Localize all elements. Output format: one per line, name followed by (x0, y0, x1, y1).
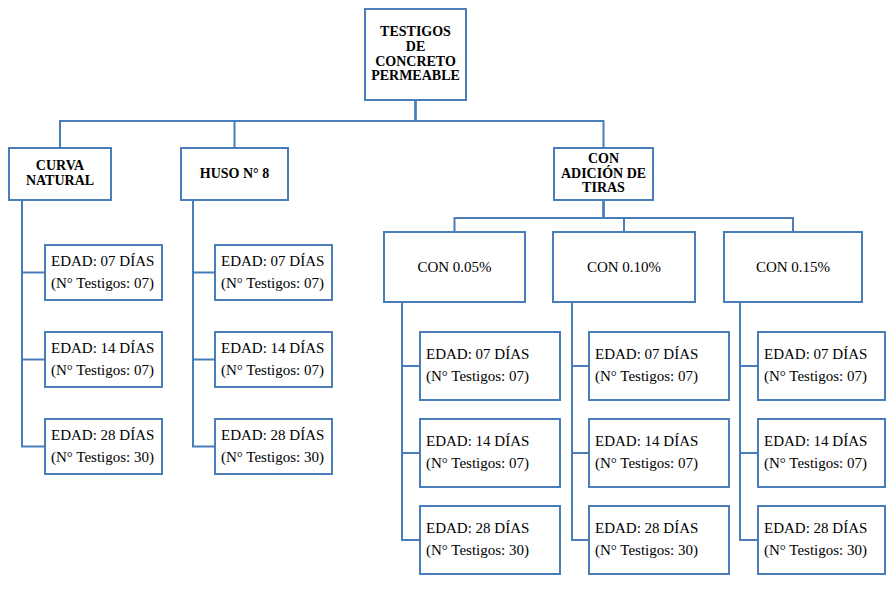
age-text: (N° Testigos: 07) (764, 366, 879, 388)
age-box: EDAD: 07 DÍAS(N° Testigos: 07) (588, 331, 730, 401)
age-box: EDAD: 07 DÍAS(N° Testigos: 07) (44, 244, 163, 301)
age-text: (N° Testigos: 07) (51, 273, 156, 295)
age-text: EDAD: 14 DÍAS (221, 338, 326, 360)
age-text: (N° Testigos: 07) (764, 453, 879, 475)
age-box: EDAD: 28 DÍAS(N° Testigos: 30) (214, 418, 333, 475)
box-label: CON 0.15% (731, 259, 855, 276)
age-text: (N° Testigos: 30) (51, 447, 156, 469)
age-text: EDAD: 07 DÍAS (595, 344, 723, 366)
group-box: TESTIGOS DE CONCRETO PERMEABLE (364, 8, 467, 101)
age-box: EDAD: 14 DÍAS(N° Testigos: 07) (588, 418, 730, 488)
connector-line (604, 201, 625, 231)
age-box: EDAD: 14 DÍAS(N° Testigos: 07) (44, 331, 163, 388)
age-text: EDAD: 28 DÍAS (51, 425, 156, 447)
connector-line (740, 303, 757, 366)
box-label: CON ADICIÓN DE TIRAS (559, 152, 648, 196)
age-text: EDAD: 14 DÍAS (595, 431, 723, 453)
connector-line (22, 201, 44, 273)
age-text: (N° Testigos: 07) (595, 366, 723, 388)
age-text: EDAD: 28 DÍAS (221, 425, 326, 447)
age-text: EDAD: 07 DÍAS (426, 344, 554, 366)
age-box: EDAD: 28 DÍAS(N° Testigos: 30) (44, 418, 163, 475)
connector-line (235, 101, 416, 147)
age-text: EDAD: 14 DÍAS (764, 431, 879, 453)
connector-line (193, 201, 214, 360)
age-box: EDAD: 07 DÍAS(N° Testigos: 07) (214, 244, 333, 301)
box-label: CON 0.05% (391, 259, 518, 276)
age-text: EDAD: 28 DÍAS (595, 518, 723, 540)
age-text: (N° Testigos: 30) (764, 540, 879, 562)
age-text: (N° Testigos: 07) (595, 453, 723, 475)
age-text: EDAD: 28 DÍAS (426, 518, 554, 540)
age-text: EDAD: 07 DÍAS (51, 251, 156, 273)
age-box: EDAD: 14 DÍAS(N° Testigos: 07) (214, 331, 333, 388)
age-text: (N° Testigos: 30) (426, 540, 554, 562)
connector-line (22, 201, 44, 360)
percentage-box: CON 0.10% (552, 231, 696, 303)
connector-line (402, 303, 419, 453)
age-text: (N° Testigos: 07) (221, 360, 326, 382)
connector-line (402, 303, 419, 540)
age-box: EDAD: 28 DÍAS(N° Testigos: 30) (419, 505, 561, 575)
connector-line (60, 101, 416, 147)
connector-line (193, 201, 214, 447)
connector-line (572, 303, 588, 453)
age-text: EDAD: 07 DÍAS (764, 344, 879, 366)
box-label: TESTIGOS DE CONCRETO PERMEABLE (370, 25, 461, 84)
connector-line (402, 303, 419, 366)
percentage-box: CON 0.15% (723, 231, 863, 303)
connector-line (455, 201, 604, 231)
connector-line (740, 303, 757, 540)
age-box: EDAD: 14 DÍAS(N° Testigos: 07) (757, 418, 886, 488)
group-box: CON ADICIÓN DE TIRAS (553, 147, 654, 201)
connector-line (193, 201, 214, 273)
box-label: CURVA NATURAL (14, 159, 106, 188)
age-text: (N° Testigos: 07) (221, 273, 326, 295)
box-label: HUSO N° 8 (186, 167, 283, 182)
connector-line (740, 303, 757, 453)
age-text: (N° Testigos: 07) (426, 453, 554, 475)
box-label: CON 0.10% (560, 259, 688, 276)
age-text: EDAD: 07 DÍAS (221, 251, 326, 273)
age-box: EDAD: 07 DÍAS(N° Testigos: 07) (757, 331, 886, 401)
connector-line (572, 303, 588, 540)
group-box: HUSO N° 8 (180, 147, 289, 201)
age-box: EDAD: 28 DÍAS(N° Testigos: 30) (588, 505, 730, 575)
age-text: (N° Testigos: 30) (221, 447, 326, 469)
age-text: (N° Testigos: 07) (426, 366, 554, 388)
age-text: EDAD: 28 DÍAS (764, 518, 879, 540)
connector-line (416, 101, 604, 147)
age-box: EDAD: 28 DÍAS(N° Testigos: 30) (757, 505, 886, 575)
age-box: EDAD: 07 DÍAS(N° Testigos: 07) (419, 331, 561, 401)
group-box: CURVA NATURAL (8, 147, 112, 201)
connector-line (22, 201, 44, 447)
percentage-box: CON 0.05% (383, 231, 526, 303)
age-box: EDAD: 14 DÍAS(N° Testigos: 07) (419, 418, 561, 488)
age-text: EDAD: 14 DÍAS (426, 431, 554, 453)
connector-line (604, 201, 794, 231)
age-text: (N° Testigos: 30) (595, 540, 723, 562)
age-text: EDAD: 14 DÍAS (51, 338, 156, 360)
age-text: (N° Testigos: 07) (51, 360, 156, 382)
connector-line (572, 303, 588, 366)
